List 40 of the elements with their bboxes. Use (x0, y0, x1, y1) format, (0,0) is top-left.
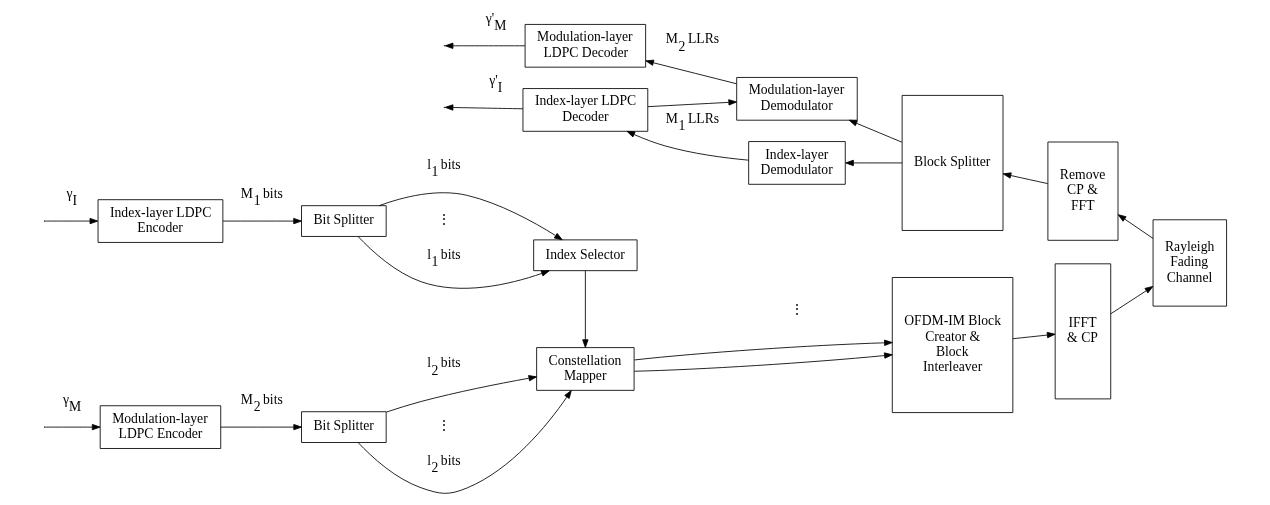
node-box: OFDM-IM Block Creator & Block Interleaver (891, 277, 1013, 413)
arrow (633, 352, 893, 372)
arrow (626, 130, 749, 161)
arrow (44, 217, 98, 225)
arrow (357, 236, 550, 289)
node-box: Modulation-layer LDPC Decoder (524, 24, 646, 68)
node-box: Remove CP & FFT (1046, 141, 1118, 241)
node-box: Index-layer Demodulator (747, 141, 846, 185)
arrow (385, 375, 537, 413)
node-box: Rayleigh Fading Channel (1152, 219, 1227, 307)
arrow (44, 424, 100, 431)
node-box: Bit Splitter (300, 205, 387, 237)
node-box: Index-layer LDPC Encoder (97, 199, 223, 243)
arrow (444, 42, 525, 49)
node-box: Block Splitter (901, 94, 1003, 231)
arrow (848, 119, 902, 143)
node-box: Modulation-layer LDPC Encoder (99, 405, 221, 449)
arrow (378, 192, 563, 241)
arrow (647, 99, 737, 108)
arrow (222, 217, 302, 225)
node-box: Modulation-layer Demodulator (735, 77, 858, 121)
label: ⋮ (789, 302, 804, 318)
label: ⋮ (436, 212, 451, 228)
arrow (633, 339, 893, 361)
node-box: Index Selector (532, 239, 637, 272)
node-box: IFFT & CP (1054, 263, 1111, 400)
arrow (1117, 214, 1153, 239)
arrow (357, 390, 572, 494)
arrow (1109, 286, 1153, 315)
arrow (1002, 172, 1048, 184)
node-box: Constellation Mapper (535, 347, 635, 391)
arrow (219, 424, 302, 431)
arrow (444, 104, 523, 111)
arrow (644, 59, 737, 85)
node-box: Index-layer LDPC Decoder (522, 88, 648, 132)
arrow (844, 159, 902, 167)
arrow (1011, 331, 1055, 340)
arrow (581, 270, 588, 348)
label: ⋮ (436, 418, 451, 434)
node-box: Bit Splitter (300, 411, 387, 443)
